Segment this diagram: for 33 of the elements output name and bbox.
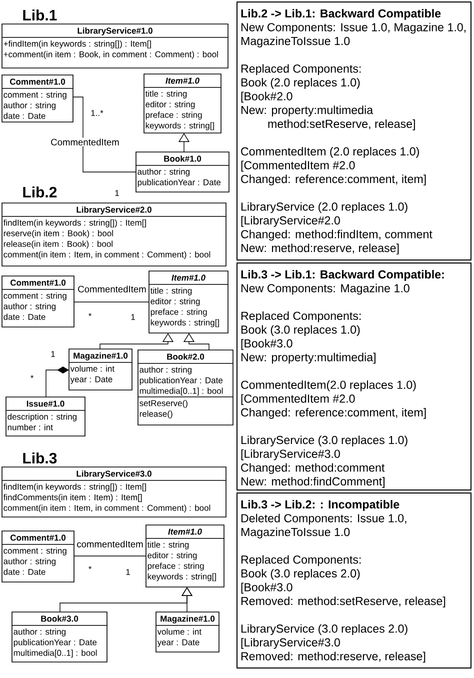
class-box: Item#1.0 title : string editor : string preface : string keywords : string[] — [146, 524, 224, 588]
text-panel: Lib.3 -> Lib.1: Backward Compatible: New Components: Magazine 1.0 Replaced Components: Book (3.0 replaces 1.0) [Book#3.0 New: property:multimedia] CommentedItem(2.0 replaces 1.0) [CommentedItem #2.0 Changed: reference:comment, item] LibraryService (3.0 replaces 1.0) [LibraryService#3.0 Changed: method:comment New: method:findComment] — [236, 262, 472, 490]
class-box: Item#1.0 title : string editor : string preface : string keywords : string[] — [148, 270, 228, 334]
edge-label: CommentedItem — [50, 138, 120, 146]
multiplicity-label: * — [88, 566, 92, 570]
section-heading: Lib.3 — [23, 452, 57, 464]
multiplicity-label: * — [30, 375, 34, 378]
edge-label: commentedItem — [76, 540, 144, 548]
multiplicity-label: 1..* — [91, 110, 104, 116]
class-box: Item#1.0 title : string editor : string preface : string keywords : string[] — [144, 74, 222, 134]
class-box: Magazine#1.0 volume : int year : Date — [156, 612, 220, 652]
class-box: Book#3.0 author : string publicationYear : Date multimedia[0..1] : bool — [12, 612, 108, 662]
text-panel: Lib.2 -> Lib.1: Backward Compatible New Components: Issue 1.0, Magazine 1.0, MagazineToIssue 1.0 Replaced Components: Book (2.0 replaces 1.0) [Book#2.0 New: property:multimedia method:setReserve, release] CommentedItem (2.0 replaces 1.0) [CommentedItem #2.0 Changed: reference:comment, item] LibraryService (2.0 replaces 1.0) [LibraryService#2.0 Changed: method:findItem, comment New: method:reserve, release] — [236, 2, 472, 260]
text-panel: Lib.3 -> Lib.2: : Incompatible Deleted Components: Issue 1.0, MagazineToIssue 1.0 Replaced Components: Book (3.0 replaces 2.0) [Book#3.0 Removed: method:setReserve, release] LibraryService (3.0 replaces 2.0) [LibraryService#3.0 Removed: method:reserve, release] — [236, 492, 472, 668]
class-box: Book#1.0 author : string publicationYear : Date — [136, 152, 230, 192]
multiplicity-label: * — [88, 313, 92, 316]
composition-line — [46, 366, 69, 398]
multiplicity-label: 1 — [131, 314, 135, 320]
inheritance-arrow — [183, 333, 210, 350]
class-box: LibraryService#3.0 findItem(in keywords : string[]) : Item[] findComments(in item : Item) : Item[] comment(in item : Item, in comment : Comment) : bool — [2, 466, 226, 518]
class-box: Book#2.0 author : string publicationYear : Date multimedia[0..1] : bool setReserve() release() — [138, 350, 234, 426]
edge-label: CommentedItem — [76, 284, 148, 294]
class-box: Comment#1.0 comment : string author : string date : Date — [2, 74, 74, 122]
class-box: Issue#1.0 description : string number : int — [6, 396, 86, 436]
class-box: Comment#1.0 comment : string author : string date : Date — [2, 276, 74, 328]
association-line — [72, 96, 136, 172]
multiplicity-label: 1 — [51, 351, 55, 357]
multiplicity-label: 1 — [115, 190, 119, 196]
class-box: Comment#1.0 comment : string author : string date : Date — [2, 530, 74, 582]
class-box: LibraryService#2.0 findItem(in keywords : string[]) : Item[] reserve(in item : Book) : bool release(in item : Book) : bool comment(in item : Item, in comment : Comment) : bool — [2, 202, 226, 266]
multiplicity-label: 1 — [126, 569, 130, 575]
class-box: LibraryService#1.0 +findItem(in keywords : string[]) : Item[] +comment(in item : Book, in comment : Comment) : bool — [2, 24, 228, 68]
class-box: Magazine#1.0 volume : int year : Date — [68, 348, 132, 390]
